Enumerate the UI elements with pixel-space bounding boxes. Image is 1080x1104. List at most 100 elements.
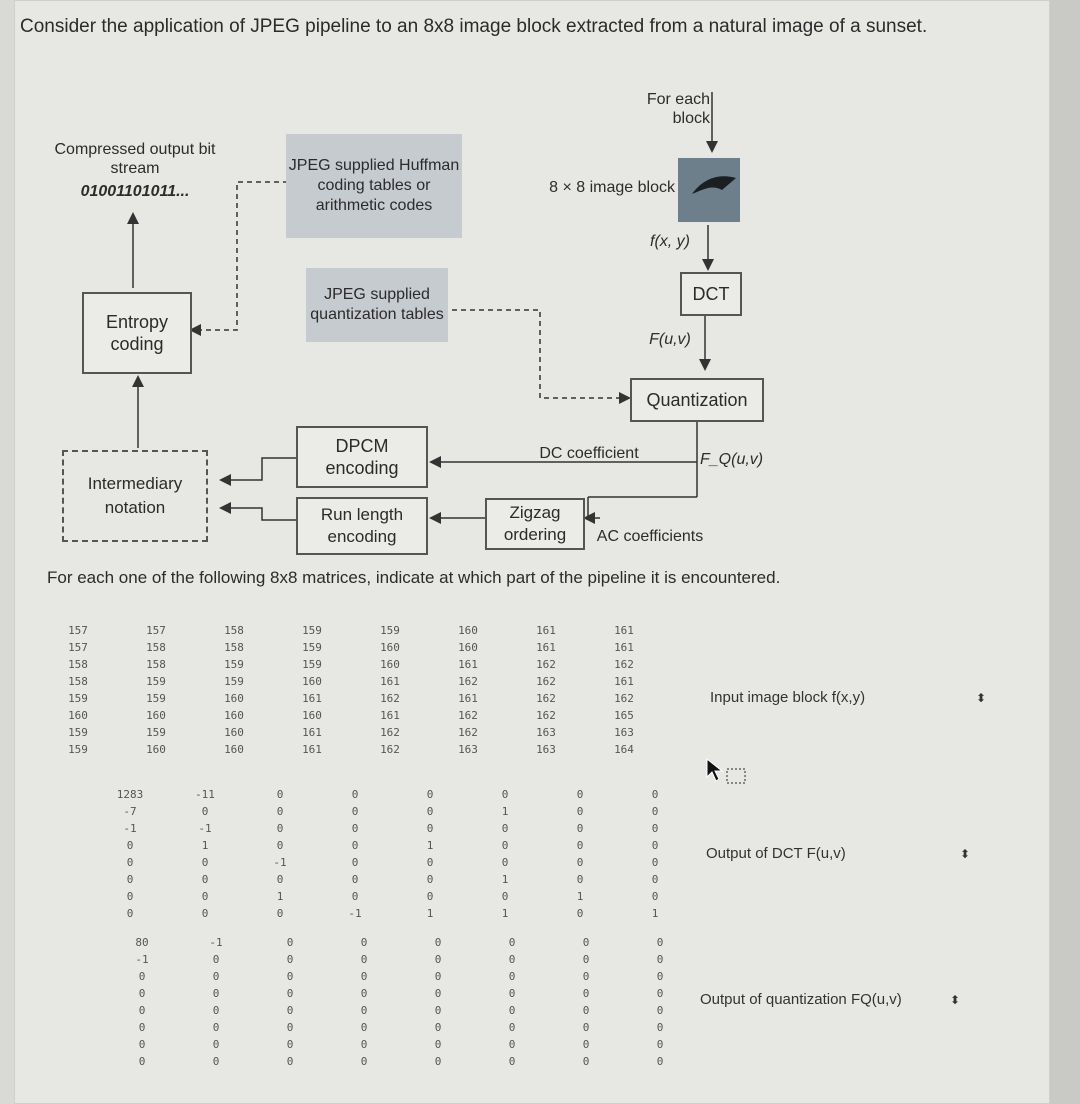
matrix-cell: 160 xyxy=(68,709,88,722)
matrix-cell: 0 xyxy=(286,1021,294,1034)
matrix-cell: 0 xyxy=(201,907,209,920)
matrix-cell: 162 xyxy=(536,692,556,705)
matrix-cell: 0 xyxy=(212,1004,220,1017)
matrix-cell: 160 xyxy=(224,709,244,722)
matrix-cell: 159 xyxy=(224,675,244,688)
run-length-box: Run length encoding xyxy=(296,497,428,555)
answer-select-3-value: Output of quantization FQ(u,v) xyxy=(700,991,902,1008)
matrix-cell: 0 xyxy=(501,839,509,852)
matrix-cell: 0 xyxy=(651,839,659,852)
matrix-cell: -11 xyxy=(195,788,215,801)
bitstream-label: 01001101011... xyxy=(80,183,190,200)
matrix-cell: 0 xyxy=(582,1021,590,1034)
matrix-cell: 160 xyxy=(380,641,400,654)
matrix-cell: 0 xyxy=(276,873,284,886)
matrix-cell: 0 xyxy=(582,987,590,1000)
for-each-block-label: For each block xyxy=(646,91,710,127)
matrix-cell: 0 xyxy=(360,987,368,1000)
matrix-cell: 159 xyxy=(68,743,88,756)
matrix-cell: 163 xyxy=(614,726,634,739)
matrix-cell: 0 xyxy=(426,873,434,886)
matrix-cell: 0 xyxy=(508,1004,516,1017)
matrix-cell: 0 xyxy=(360,936,368,949)
matrix-cell: 0 xyxy=(360,953,368,966)
matrix-cell: 0 xyxy=(434,936,442,949)
matrix-cell: 0 xyxy=(434,970,442,983)
matrix-cell: 0 xyxy=(212,1038,220,1051)
matrix-cell: 162 xyxy=(458,709,478,722)
matrix-cell: 161 xyxy=(458,692,478,705)
matrix-cell: 0 xyxy=(501,890,509,903)
matrix-cell: 0 xyxy=(434,1055,442,1068)
matrix-cell: 0 xyxy=(656,1038,664,1051)
matrix-cell: 162 xyxy=(380,692,400,705)
zigzag-box: Zigzag ordering xyxy=(485,498,585,550)
matrix-cell: 162 xyxy=(536,709,556,722)
answer-select-1-value: Input image block f(x,y) xyxy=(710,689,866,706)
matrix-cell: 0 xyxy=(508,970,516,983)
matrix-cell: 0 xyxy=(126,856,134,869)
matrix-cell: 0 xyxy=(656,987,664,1000)
matrix-cell: 158 xyxy=(146,641,166,654)
matrix-cell: 160 xyxy=(224,743,244,756)
matrix-cell: 0 xyxy=(138,1004,146,1017)
matrix-cell: 0 xyxy=(656,953,664,966)
matrix-cell: 1 xyxy=(501,873,509,886)
matrix-cell: 0 xyxy=(651,805,659,818)
matrix-cell: 162 xyxy=(614,658,634,671)
matrix-cell: 157 xyxy=(68,641,88,654)
matrix-cell: 1283 xyxy=(116,788,144,801)
matrix-cell: 0 xyxy=(434,987,442,1000)
matrix-cell: 157 xyxy=(68,624,88,637)
matrix-cell: 159 xyxy=(68,726,88,739)
matrix-cell: 0 xyxy=(582,953,590,966)
matrix-cell: 162 xyxy=(458,726,478,739)
quant-tables-label: JPEG supplied quantization tables xyxy=(310,286,444,323)
matrix-cell: 0 xyxy=(576,856,584,869)
matrix-cell: 0 xyxy=(286,936,294,949)
matrix-cell: 161 xyxy=(302,726,322,739)
matrix-cell: 0 xyxy=(426,856,434,869)
matrix-cell: 0 xyxy=(434,1004,442,1017)
matrix-cell: 0 xyxy=(212,1021,220,1034)
matrix-cell: 0 xyxy=(582,1055,590,1068)
matrix-cell: 0 xyxy=(508,1055,516,1068)
matrix-cell: 0 xyxy=(656,936,664,949)
matrix-cell: 0 xyxy=(360,1021,368,1034)
select-arrows-icon: ⬍ xyxy=(949,993,960,1007)
matrix-cell: 0 xyxy=(360,1004,368,1017)
question-text: Consider the application of JPEG pipelin… xyxy=(20,16,928,37)
matrix-cell: 0 xyxy=(276,822,284,835)
matrix-cell: 0 xyxy=(201,873,209,886)
matrix-cell: 0 xyxy=(508,936,516,949)
matrix-cell: 161 xyxy=(380,709,400,722)
fquv-label: F_Q(u,v) xyxy=(700,451,764,468)
matrix-cell: 0 xyxy=(501,856,509,869)
matrix-cell: -1 xyxy=(123,822,137,835)
matrix-cell: 1 xyxy=(576,890,584,903)
jpeg-pipeline-diagram: For each block 8 × 8 image block f(x, y)… xyxy=(55,91,764,555)
matrix-cell: 0 xyxy=(582,1038,590,1051)
matrix-cell: 0 xyxy=(126,907,134,920)
answer-select-2[interactable]: Output of DCT F(u,v) ⬍ xyxy=(706,842,970,866)
quantization-box: Quantization xyxy=(630,378,764,422)
matrix-cell: 163 xyxy=(536,726,556,739)
matrix-cell: 80 xyxy=(135,936,149,949)
matrix-cell: 164 xyxy=(614,743,634,756)
matrix-cell: 162 xyxy=(536,675,556,688)
matrix-cell: 0 xyxy=(508,1038,516,1051)
matrix-cell: 0 xyxy=(286,953,294,966)
matrix-cell: 158 xyxy=(224,641,244,654)
answer-select-3[interactable]: Output of quantization FQ(u,v) ⬍ xyxy=(700,988,960,1012)
instruction-text: For each one of the following 8x8 matric… xyxy=(47,568,781,587)
matrix-cell: 159 xyxy=(302,658,322,671)
matrix-cell: 0 xyxy=(351,822,359,835)
image-block-label: 8 × 8 image block xyxy=(549,179,675,196)
answer-select-1[interactable]: Input image block f(x,y) ⬍ xyxy=(710,686,986,710)
quant-tables-box: JPEG supplied quantization tables xyxy=(306,268,448,342)
matrix-cell: 0 xyxy=(651,788,659,801)
matrix-cell: -1 xyxy=(209,936,223,949)
run-length-label: Run length encoding xyxy=(320,505,404,546)
matrix-cell: 161 xyxy=(614,675,634,688)
matrix-cell: 162 xyxy=(536,658,556,671)
